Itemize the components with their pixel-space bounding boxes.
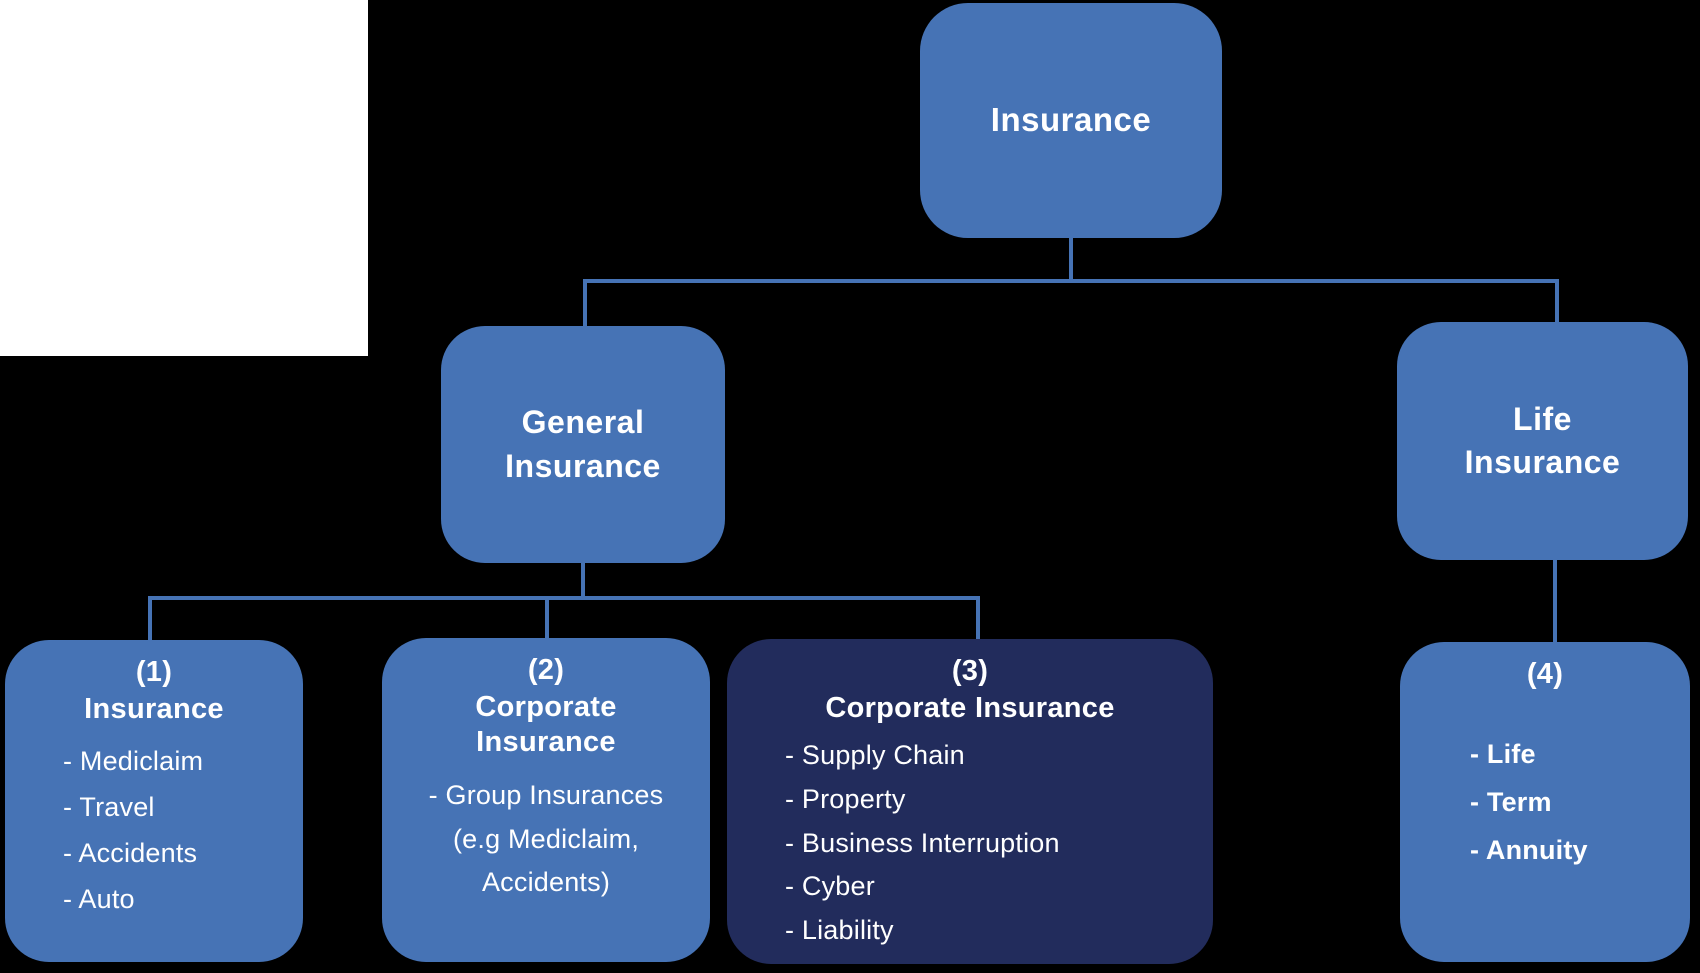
list-item: - Accidents <box>63 837 198 868</box>
leaf-title: Insurance <box>84 693 224 726</box>
list-item: - Cyber <box>785 871 875 902</box>
connector-drop-life <box>1555 279 1559 325</box>
node-life-insurance: Life Insurance <box>1397 322 1688 560</box>
list-item-continuation: Accidents) <box>481 867 611 898</box>
node-leaf1-insurance: (1) Insurance - Mediclaim - Travel - Acc… <box>5 640 303 962</box>
list-item: - Mediclaim <box>63 746 204 777</box>
node-label: Life Insurance <box>1464 400 1621 480</box>
node-label: Insurance <box>990 101 1152 139</box>
white-patch <box>0 0 368 356</box>
connector-root-stem <box>1069 236 1073 283</box>
list-item: - Liability <box>785 914 894 945</box>
list-item: - Business Interruption <box>785 827 1060 858</box>
node-leaf4-life-types: (4) - Life - Term - Annuity <box>1400 642 1690 962</box>
node-leaf2-corporate-insurance: (2) Corporate Insurance - Group Insuranc… <box>382 638 710 962</box>
leaf-title: Corporate Insurance <box>475 691 617 759</box>
connector-drop-leaf3 <box>976 596 980 643</box>
list-item: - Auto <box>63 883 135 914</box>
list-item: - Travel <box>63 791 155 822</box>
connector-drop-leaf1 <box>148 596 152 644</box>
leaf-item-list: - Supply Chain - Property - Business Int… <box>727 734 1213 953</box>
list-item: - Life <box>1470 739 1536 770</box>
leaf-number: (3) <box>951 655 989 687</box>
node-general-insurance: General Insurance <box>441 326 725 563</box>
connector-general-stem <box>581 561 585 600</box>
leaf-item-list: - Mediclaim - Travel - Accidents - Auto <box>5 739 303 923</box>
list-item: - Annuity <box>1470 835 1588 866</box>
connector-drop-general <box>583 279 587 329</box>
node-label: General Insurance <box>505 404 661 484</box>
connector-life-stem <box>1553 558 1557 646</box>
connector-top-horizontal <box>583 279 1559 283</box>
list-item-continuation: (e.g Mediclaim, <box>452 823 640 854</box>
list-item: - Property <box>785 783 906 814</box>
leaf-title: Corporate Insurance <box>825 692 1115 725</box>
connector-mid-horizontal <box>148 596 980 600</box>
leaf-number: (4) <box>1526 658 1564 690</box>
list-item: - Group Insurances <box>428 779 664 810</box>
list-item: - Term <box>1470 787 1552 818</box>
node-insurance-root: Insurance <box>920 3 1222 238</box>
connector-drop-leaf2 <box>545 596 549 642</box>
list-item: - Supply Chain <box>785 740 965 771</box>
leaf-number: (1) <box>135 656 173 688</box>
leaf-item-list: - Group Insurances (e.g Mediclaim, Accid… <box>382 774 710 905</box>
node-leaf3-corporate-insurance: (3) Corporate Insurance - Supply Chain -… <box>727 639 1213 964</box>
leaf-number: (2) <box>527 654 565 686</box>
leaf-item-list: - Life - Term - Annuity <box>1400 730 1690 874</box>
